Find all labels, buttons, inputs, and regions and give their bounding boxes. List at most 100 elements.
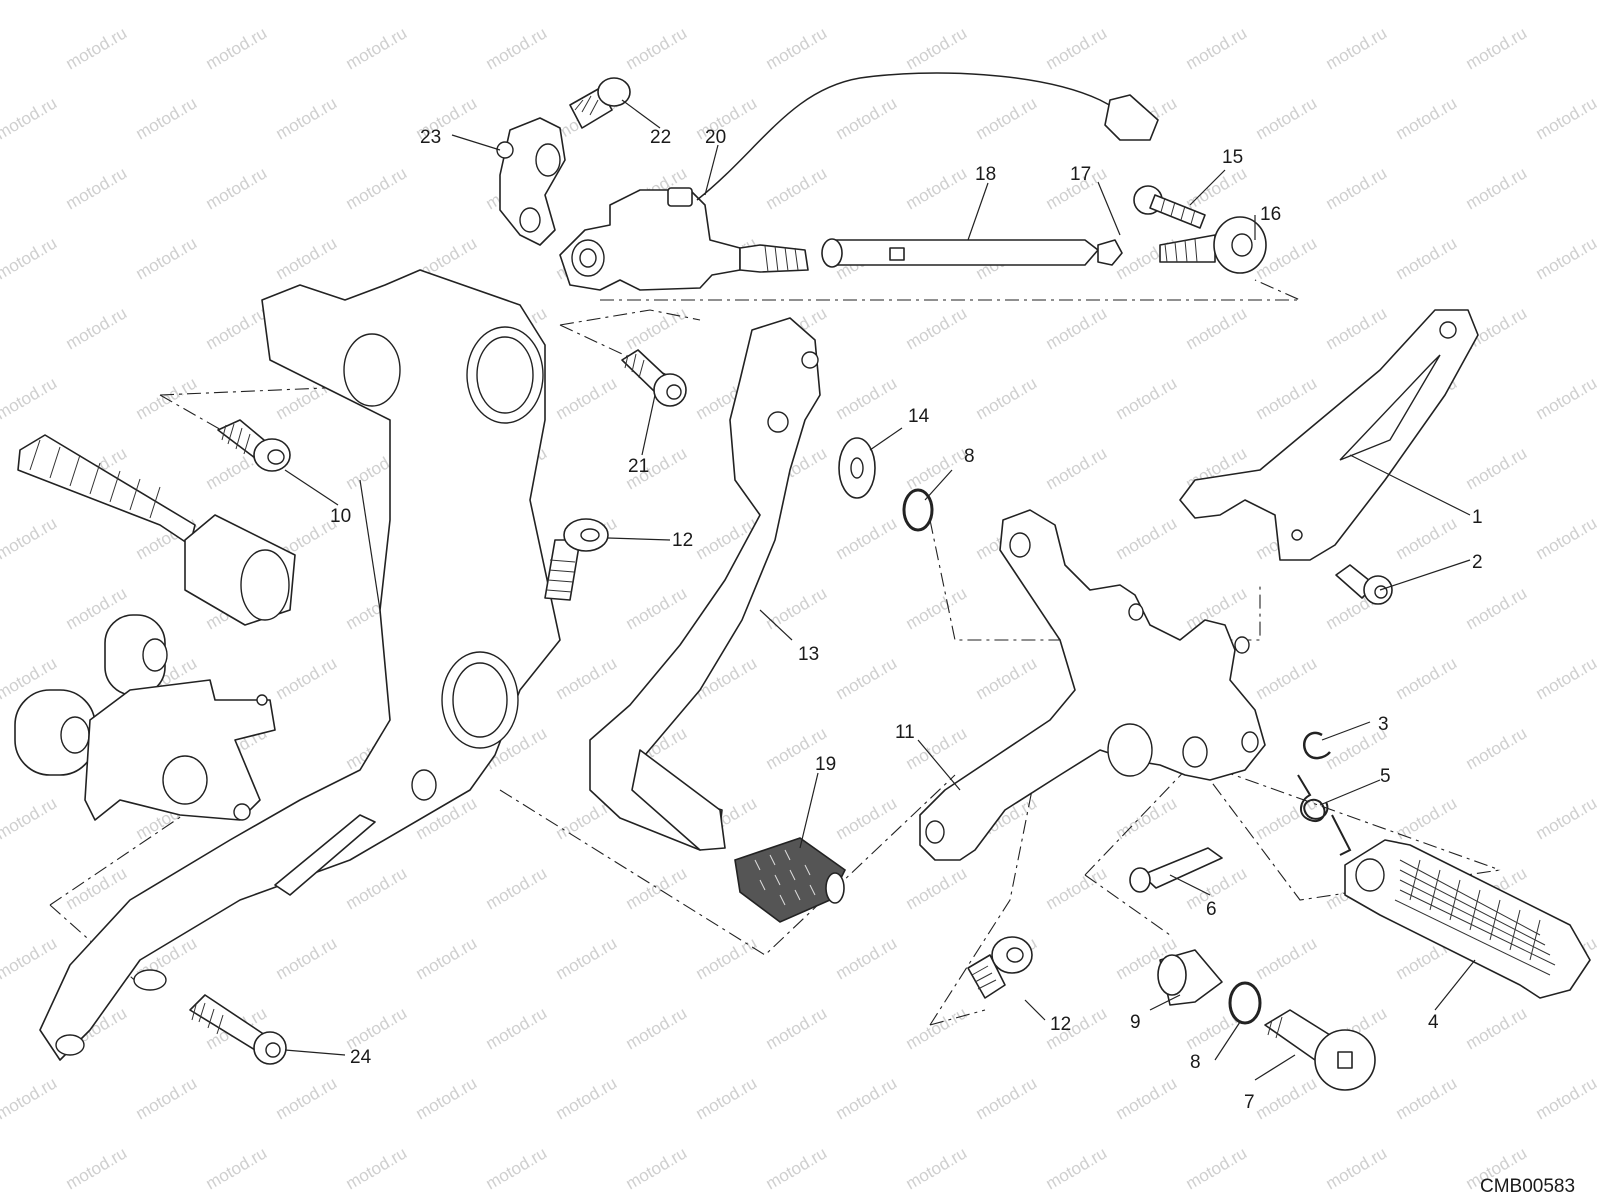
watermark-text: motod.ru	[833, 373, 901, 423]
callout-9: 9	[1130, 1012, 1141, 1033]
watermark-text: motod.ru	[833, 653, 901, 703]
watermark-text: motod.ru	[413, 1073, 481, 1123]
clip-3	[1303, 731, 1331, 760]
watermark-text: motod.ru	[1183, 163, 1251, 213]
gear-lever-13	[589, 317, 821, 851]
watermark-text: motod.ru	[1533, 373, 1600, 423]
callout-10: 10	[330, 506, 351, 527]
watermark-text: motod.ru	[1113, 0, 1181, 3]
watermark-text: motod.ru	[1183, 1143, 1251, 1193]
watermark-text: motod.ru	[833, 93, 901, 143]
watermark-text: motod.ru	[0, 93, 60, 143]
watermark-text: motod.ru	[693, 933, 761, 983]
callout-8-upper: 8	[964, 446, 975, 467]
watermark-text: motod.ru	[623, 1003, 691, 1053]
peg-shaft	[17, 434, 296, 626]
callout-6: 6	[1206, 899, 1217, 920]
watermark-text: motod.ru	[273, 1073, 341, 1123]
watermark-text: motod.ru	[343, 1143, 411, 1193]
callout-19: 19	[815, 754, 836, 775]
watermark-text: motod.ru	[343, 23, 411, 73]
spring-5	[1297, 774, 1352, 856]
mounting-bracket	[14, 614, 276, 821]
callout-12-lower: 12	[1050, 1014, 1071, 1035]
watermark-text: motod.ru	[903, 1143, 971, 1193]
watermark-text: motod.ru	[63, 303, 131, 353]
watermark-text: motod.ru	[1533, 233, 1600, 283]
watermark-text: motod.ru	[903, 583, 971, 633]
watermark-text: motod.ru	[623, 583, 691, 633]
bolt-12-upper	[544, 518, 609, 601]
watermark-text: motod.ru	[1043, 23, 1111, 73]
bolt-12-lower	[967, 936, 1033, 999]
watermark-text: motod.ru	[1393, 0, 1461, 3]
callout-12-upper: 12	[672, 530, 693, 551]
watermark-text: motod.ru	[133, 0, 201, 3]
callout-3: 3	[1378, 714, 1389, 735]
watermark-text: motod.ru	[483, 863, 551, 913]
watermark-text: motod.ru	[973, 0, 1041, 3]
callout-14: 14	[908, 406, 930, 427]
callout-18: 18	[975, 164, 996, 185]
shift-rubber-19	[734, 837, 847, 923]
watermark-text: motod.ru	[833, 793, 901, 843]
watermark-text: motod.ru	[1393, 1073, 1461, 1123]
watermark-text: motod.ru	[0, 513, 60, 563]
diagram-code: CMB00583	[1480, 1176, 1575, 1197]
watermark-text: motod.ru	[1533, 793, 1600, 843]
watermark-text: motod.ru	[903, 1003, 971, 1053]
watermark-text: motod.ru	[553, 373, 621, 423]
callout-4: 4	[1428, 1012, 1439, 1033]
watermark-text: motod.ru	[1463, 723, 1531, 773]
watermark-text: motod.ru	[693, 0, 761, 3]
washer-14	[838, 437, 876, 499]
ring-8-lower	[1228, 981, 1262, 1025]
watermark-text: motod.ru	[763, 1143, 831, 1193]
watermark-text: motod.ru	[0, 0, 60, 3]
watermark-text: motod.ru	[1323, 23, 1391, 73]
watermark-text: motod.ru	[833, 933, 901, 983]
callout-15: 15	[1222, 147, 1243, 168]
frame-bracket	[39, 269, 561, 1061]
watermark-text: motod.ru	[1393, 93, 1461, 143]
watermark-text: motod.ru	[833, 0, 901, 3]
watermark-text: motod.ru	[203, 163, 271, 213]
watermark-text: motod.ru	[1393, 653, 1461, 703]
callout-24: 24	[350, 1047, 372, 1068]
watermark-text: motod.ru	[903, 303, 971, 353]
watermark-text: motod.ru	[1463, 583, 1531, 633]
watermark-text: motod.ru	[133, 93, 201, 143]
watermark-text: motod.ru	[833, 1073, 901, 1123]
quickshifter-sensor-20	[559, 187, 809, 291]
watermark-text: motod.ru	[1043, 863, 1111, 913]
callout-5: 5	[1380, 766, 1391, 787]
watermark-text: motod.ru	[63, 863, 131, 913]
watermark-text: motod.ru	[1463, 1003, 1531, 1053]
bolt-24	[189, 994, 287, 1065]
callout-11: 11	[895, 722, 915, 743]
watermark-text: motod.ru	[273, 933, 341, 983]
callout-leaders	[284, 99, 1476, 1081]
watermark-text: motod.ru	[1393, 513, 1461, 563]
watermark-text: motod.ru	[973, 1073, 1041, 1123]
watermark-text: motod.ru	[1043, 1143, 1111, 1193]
shift-lever-23	[496, 117, 566, 246]
watermark-text: motod.ru	[273, 93, 341, 143]
watermark-text: motod.ru	[1393, 233, 1461, 283]
watermark-text: motod.ru	[623, 303, 691, 353]
callout-1: 1	[1472, 507, 1483, 528]
callout-17: 17	[1070, 164, 1091, 185]
watermark-text: motod.ru	[553, 1073, 621, 1123]
bolt-7	[1264, 1009, 1376, 1091]
watermark-text: motod.ru	[1463, 23, 1531, 73]
watermark-text: motod.ru	[273, 653, 341, 703]
watermark-text: motod.ru	[273, 233, 341, 283]
callout-22: 22	[650, 127, 671, 148]
watermark-text: motod.ru	[623, 23, 691, 73]
watermark-text: motod.ru	[0, 933, 60, 983]
watermark-text: motod.ru	[973, 373, 1041, 423]
watermark-text: motod.ru	[1393, 793, 1461, 843]
watermark-text: motod.ru	[343, 863, 411, 913]
